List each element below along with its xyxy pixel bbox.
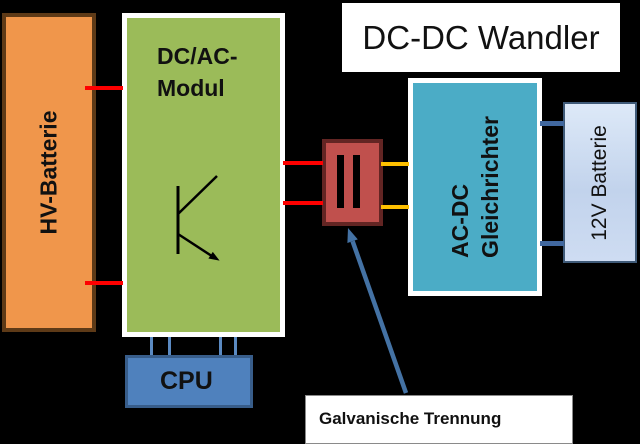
dc-ac-module-block: DC/AC- Modul (122, 13, 285, 337)
ac-dc-rectifier-label: AC-DC Gleichrichter (445, 116, 505, 258)
battery-12v-block: 12V Batterie (563, 102, 637, 263)
transistor-icon (176, 175, 220, 261)
dc-ac-module-label-line2: Modul (157, 75, 225, 101)
hv-battery-label: HV-Batterie (35, 110, 62, 235)
wire-cpu-control-4 (234, 337, 237, 355)
wire-cpu-control-3 (219, 337, 222, 355)
wire-hv-to-dcac-top (85, 86, 123, 90)
wire-rectifier-to-12v-top (540, 121, 564, 126)
wire-cpu-control-2 (168, 337, 171, 355)
annotation-label: Galvanische Trennung (319, 409, 502, 428)
cpu-label: CPU (160, 367, 213, 395)
diagram-title-text: DC-DC Wandler (362, 18, 600, 56)
cpu-block: CPU (125, 355, 253, 408)
wire-dcac-to-transformer-bottom (283, 201, 323, 205)
wire-cpu-control-1 (150, 337, 153, 355)
diagram-title: DC-DC Wandler (342, 3, 620, 72)
transformer-core-bars-icon (353, 155, 360, 208)
wire-dcac-to-transformer-top (283, 161, 323, 165)
wire-transformer-to-rectifier-top (381, 162, 409, 166)
wire-transformer-to-rectifier-bottom (381, 205, 409, 209)
ac-dc-rectifier-label-line2: Gleichrichter (477, 116, 504, 258)
transformer-block (322, 139, 383, 226)
hv-battery-block: HV-Batterie (2, 13, 96, 332)
dc-ac-module-label-line1: DC/AC- (157, 43, 238, 69)
annotation-box: Galvanische Trennung (305, 395, 573, 444)
wire-hv-to-dcac-bottom (85, 281, 123, 285)
dc-ac-module-label: DC/AC- Modul (157, 40, 238, 104)
ac-dc-rectifier-block: AC-DC Gleichrichter (408, 78, 542, 296)
wire-rectifier-to-12v-bottom (540, 241, 564, 246)
transformer-core-bars-icon (337, 155, 344, 208)
ac-dc-rectifier-label-line1: AC-DC (447, 183, 474, 258)
battery-12v-label: 12V Batterie (588, 124, 612, 241)
